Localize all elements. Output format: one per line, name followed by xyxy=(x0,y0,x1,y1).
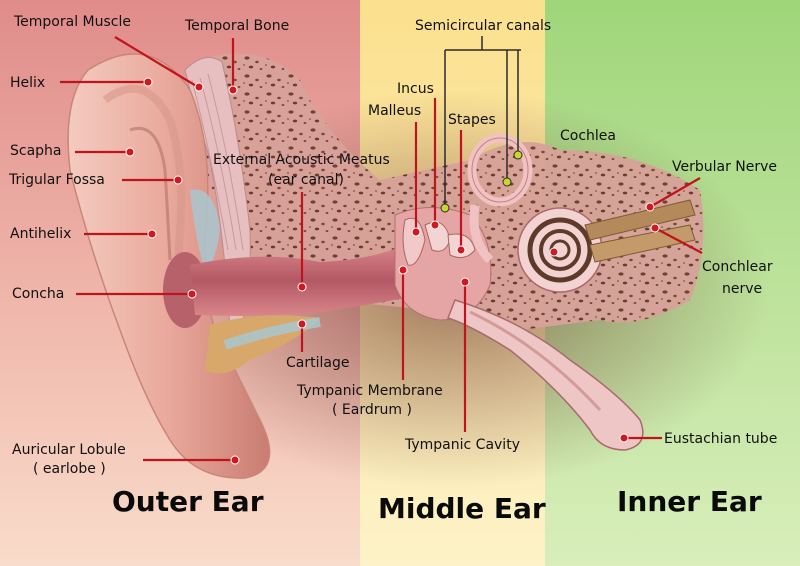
label-semicircular-canals: Semicircular canals xyxy=(415,18,552,34)
label-helix: Helix xyxy=(10,75,46,91)
label-stapes: Stapes xyxy=(448,112,496,128)
label-antihelix: Antihelix xyxy=(10,226,72,242)
label-conchlear-nerve-line1: Conchlear xyxy=(702,259,773,275)
section-title-middle-ear: Middle Ear xyxy=(378,492,546,525)
label-temporal-bone: Temporal Bone xyxy=(185,18,290,34)
label-eustachian-tube: Eustachian tube xyxy=(664,431,778,447)
label-trigular-fossa: Trigular Fossa xyxy=(9,172,105,188)
label-temporal-muscle: Temporal Muscle xyxy=(14,14,131,30)
leader-lines xyxy=(60,36,703,462)
label-tympanic-cavity: Tympanic Cavity xyxy=(405,437,520,453)
label-incus: Incus xyxy=(397,81,434,97)
label-cochlea: Cochlea xyxy=(560,128,616,144)
label-conchlear-nerve-line2: nerve xyxy=(722,281,763,297)
semicircular-dots xyxy=(440,150,523,213)
label-auricular-lobule: Auricular Lobule xyxy=(12,442,126,458)
label-external-acoustic-meatus: External Acoustic Meatus xyxy=(213,152,390,168)
label-verbular-nerve: Verbular Nerve xyxy=(672,159,778,175)
label-malleus: Malleus xyxy=(368,103,422,119)
label-concha: Concha xyxy=(12,286,65,302)
section-title-inner-ear: Inner Ear xyxy=(617,485,762,518)
label-tympanic-membrane: Tympanic Membrane xyxy=(297,383,443,399)
semicircular-leader-lines xyxy=(444,36,521,208)
label-earlobe: ( earlobe ) xyxy=(33,461,106,477)
pointer-dots xyxy=(125,77,660,465)
label-scapha: Scapha xyxy=(10,143,62,159)
label-cartilage: Cartilage xyxy=(286,355,350,371)
label-ear-canal: (ear canal) xyxy=(268,172,344,188)
label-eardrum: ( Eardrum ) xyxy=(332,402,412,418)
section-title-outer-ear: Outer Ear xyxy=(112,485,264,518)
